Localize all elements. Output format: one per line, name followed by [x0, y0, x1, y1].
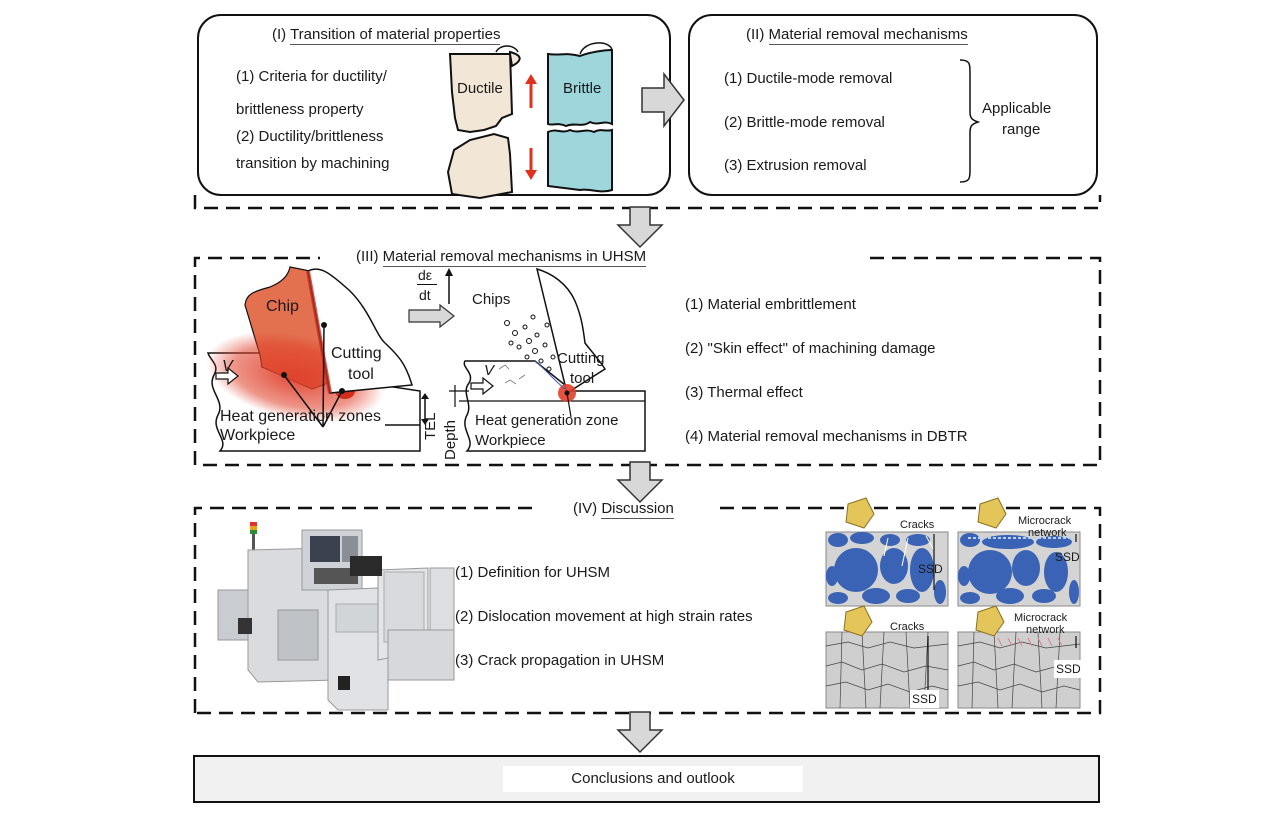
- panel-tr-label-2: network: [1028, 527, 1067, 539]
- strain-rate-numerator: dε: [418, 267, 433, 283]
- uhsm-machine-photo: [217, 522, 455, 711]
- section-4-item-2: (2) Dislocation movement at high strain …: [455, 608, 753, 625]
- ductile-label: Ductile: [457, 80, 503, 97]
- section-3-prefix: (III): [356, 248, 379, 265]
- workpiece-label-right: Workpiece: [475, 432, 546, 449]
- panel-tl-ssd-label: SSD: [918, 562, 943, 576]
- section-2-prefix: (II): [746, 26, 765, 43]
- panel-br-ssd-label: SSD: [1054, 660, 1083, 678]
- ductile-specimen-bottom: [446, 132, 514, 200]
- brittle-specimen-bottom: [547, 128, 613, 193]
- section-1-item-2a: (2) Ductility/brittleness: [236, 128, 384, 145]
- tension-arrow-down: [525, 148, 537, 180]
- strain-rate-denominator: dt: [419, 287, 431, 303]
- section-2-item-2: (2) Brittle-mode removal: [724, 114, 885, 131]
- panel-top-left: [825, 497, 949, 607]
- velocity-label-right: V: [484, 362, 495, 379]
- panel-br-label-1: Microcrack: [1014, 612, 1068, 624]
- strain-rate-fraction-bar: [417, 284, 437, 285]
- section-4-prefix: (IV): [573, 500, 598, 517]
- section-1-title-text: Transition of material properties: [290, 26, 501, 45]
- indenter-tool: [845, 497, 875, 529]
- velocity-label-left: V: [222, 358, 233, 375]
- section-2-title-text: Material removal mechanisms: [768, 26, 968, 45]
- heat-zone-pointers: [283, 324, 343, 428]
- microcracks: [498, 364, 526, 385]
- workpiece-label-left: Workpiece: [220, 427, 296, 444]
- section-1-item-1b: brittleness property: [236, 101, 364, 118]
- brittle-specimen-top: [547, 48, 613, 128]
- tel-label: TEL: [422, 412, 439, 440]
- flow-arrow-right: [641, 71, 685, 129]
- uhsm-cutting-diagram: [449, 267, 646, 452]
- panel-bl-ssd-label: SSD: [910, 690, 939, 708]
- chips-label: Chips: [472, 291, 511, 308]
- section-2-item-1: (1) Ductile-mode removal: [724, 70, 893, 87]
- brittle-label: Brittle: [563, 80, 602, 97]
- section-4-title-text: Discussion: [601, 500, 674, 519]
- velocity-arrow-left: [215, 366, 239, 386]
- tool-label-left-1: Cutting: [331, 345, 382, 362]
- conclusion-label-bg: [503, 766, 803, 792]
- section-2-title: (II) Material removal mechanisms: [746, 26, 968, 45]
- applicable-range-label-1: Applicable: [982, 100, 1052, 117]
- conclusion-label: Conclusions and outlook: [571, 770, 735, 787]
- depth-label: Depth: [442, 419, 459, 460]
- tool-label-right-2: tool: [570, 370, 595, 387]
- chip-label: Chip: [266, 298, 299, 315]
- section-3-item-2: (2) "Skin effect" of machining damage: [685, 340, 936, 357]
- section-3-item-3: (3) Thermal effect: [685, 384, 803, 401]
- section-2-item-3: (3) Extrusion removal: [724, 157, 867, 174]
- flow-arrow-uhsm: [408, 303, 455, 329]
- section-1-prefix: (I): [272, 26, 287, 43]
- section-2-box: [688, 14, 1098, 196]
- flow-arrow-down-1: [616, 206, 664, 249]
- section-3-title-text: Material removal mechanisms in UHSM: [382, 248, 647, 267]
- applicable-range-label-2: range: [1002, 121, 1041, 138]
- panel-bl-cracks-label: Cracks: [890, 621, 925, 633]
- panel-top-right: [957, 497, 1081, 607]
- applicable-range-bracket: [959, 59, 981, 183]
- section-4-title: (IV) Discussion: [573, 500, 674, 519]
- section-1-item-1a: (1) Criteria for ductility/: [236, 68, 387, 85]
- panel-tr-ssd-label: SSD: [1055, 550, 1080, 564]
- ductile-specimen-top: [448, 50, 521, 134]
- panel-tr-label-1: Microcrack: [1018, 515, 1072, 527]
- tension-arrow-up: [525, 74, 537, 108]
- section-3-item-1: (1) Material embrittlement: [685, 296, 856, 313]
- flow-arrow-down-3: [616, 711, 664, 754]
- ductile-brittle-illustration: [446, 42, 613, 200]
- panel-bottom-right: [957, 605, 1081, 709]
- strain-rate-up-arrow: [445, 268, 453, 304]
- conventional-cutting-diagram: [206, 266, 429, 452]
- cutting-tool-left: [307, 268, 413, 394]
- heat-zones-label: Heat generation zones: [220, 408, 381, 425]
- section-4-item-1: (1) Definition for UHSM: [455, 564, 611, 581]
- flow-arrow-down-2: [616, 461, 664, 504]
- cutting-tool-right: [535, 267, 607, 395]
- section-1-title: (I) Transition of material properties: [272, 26, 501, 45]
- section-3-item-4: (4) Material removal mechanisms in DBTR: [685, 428, 968, 445]
- workpiece-right: [463, 360, 646, 452]
- tool-label-left-2: tool: [348, 366, 374, 383]
- velocity-arrow-right: [470, 376, 494, 396]
- heat-zone-label: Heat generation zone: [475, 412, 619, 429]
- chip-particles: [504, 314, 556, 372]
- section-3-title: (III) Material removal mechanisms in UHS…: [356, 248, 647, 267]
- tool-label-right-1: Cutting: [557, 350, 605, 367]
- panel-br-label-2: network: [1026, 624, 1065, 636]
- section-1-item-2b: transition by machining: [236, 155, 390, 172]
- section-4-item-3: (3) Crack propagation in UHSM: [455, 652, 665, 669]
- panel-tl-cracks-label: Cracks: [900, 519, 935, 531]
